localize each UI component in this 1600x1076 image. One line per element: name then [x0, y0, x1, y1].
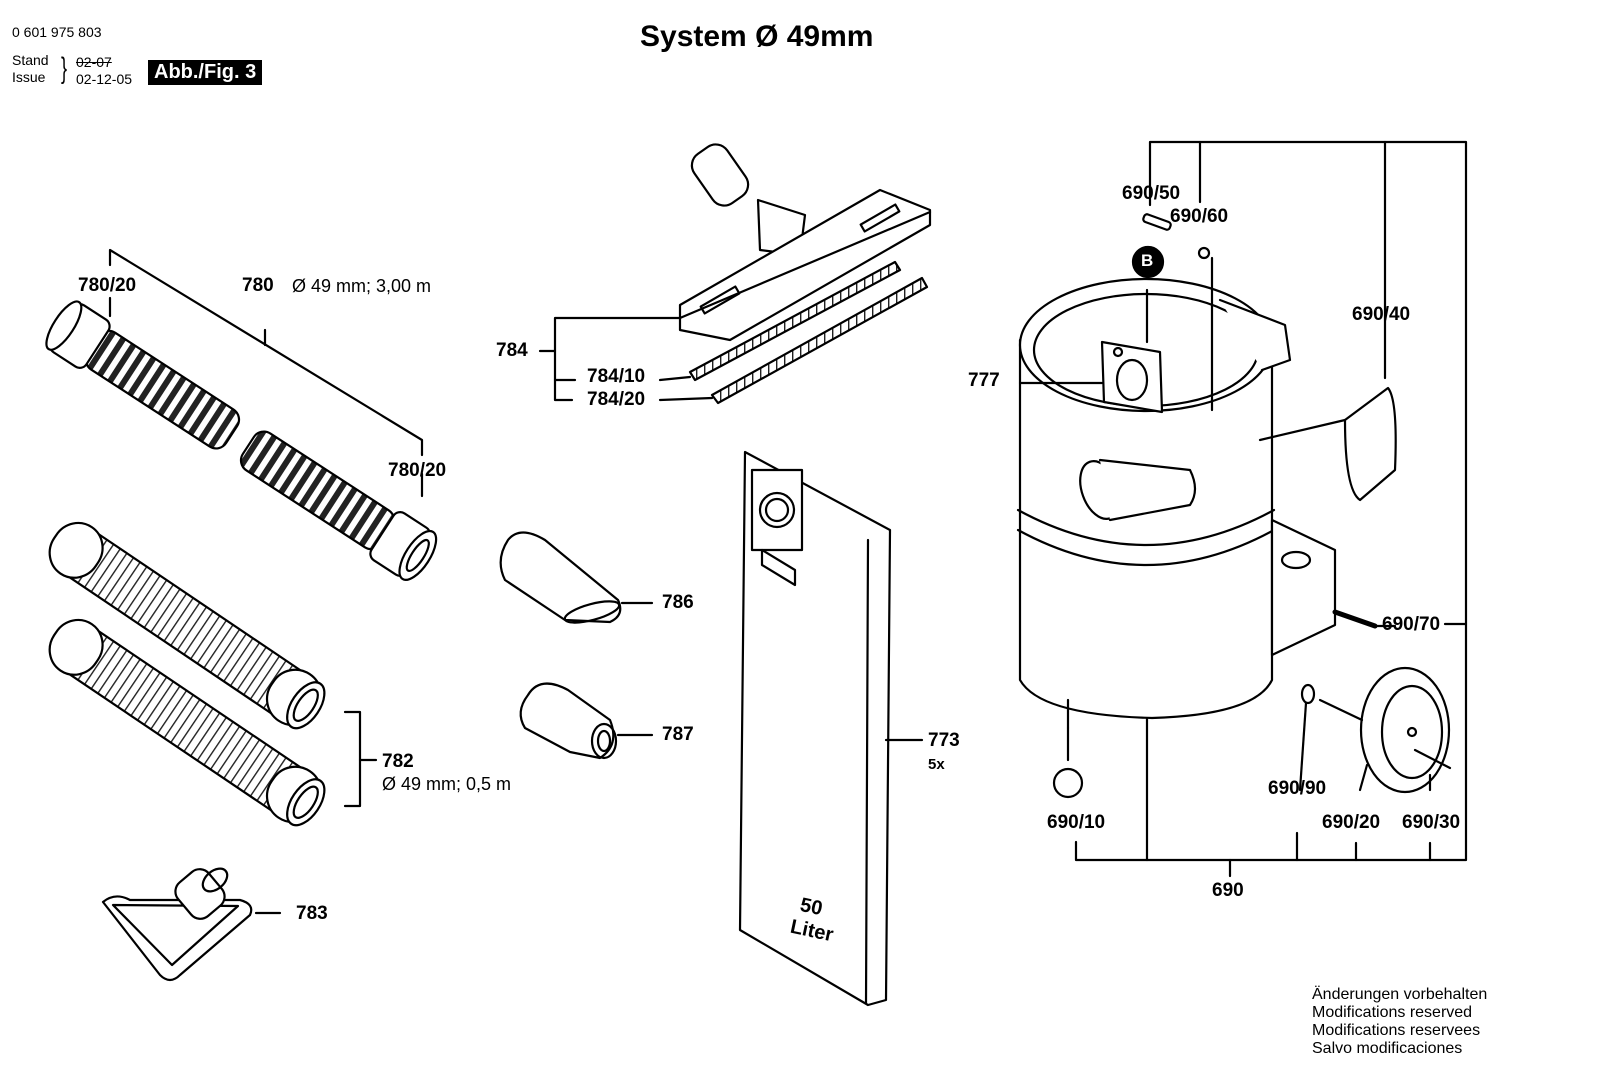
callout-773-qty: 5x — [928, 756, 945, 773]
callout-690-10: 690/10 — [1047, 812, 1106, 833]
callout-787: 787 — [662, 724, 694, 745]
filter-bag-773 — [738, 450, 924, 1007]
callout-690-70: 690/70 — [1382, 614, 1441, 635]
nozzle-783 — [101, 867, 282, 982]
callout-786: 786 — [662, 592, 694, 613]
callout-690-20: 690/20 — [1322, 812, 1381, 833]
stand-issue-labels: Stand Issue — [12, 52, 49, 86]
callout-784: 784 — [496, 340, 528, 361]
callout-690-60: 690/60 — [1170, 206, 1229, 227]
part-number: 0 601 975 803 — [12, 24, 102, 40]
callout-690-40: 690/40 — [1352, 304, 1411, 325]
callout-780-spec: Ø 49 mm; 3,00 m — [292, 276, 432, 296]
note-german: Änderungen vorbehalten — [1312, 986, 1488, 1003]
brace-icon: } — [61, 52, 68, 85]
callout-773: 773 — [928, 730, 960, 751]
figure-label: Abb./Fig. 3 — [148, 60, 263, 85]
note-spanish: Salvo modificaciones — [1312, 1040, 1463, 1057]
modification-notes: Änderungen vorbehalten Modifications res… — [1312, 986, 1487, 1058]
issue-label: Issue — [12, 69, 46, 85]
callout-690-50: 690/50 — [1122, 183, 1181, 204]
callout-690-90: 690/90 — [1268, 778, 1327, 799]
crevice-tool-786 — [499, 531, 654, 624]
note-english: Modifications reserved — [1312, 1004, 1473, 1021]
container-690 — [1016, 140, 1468, 878]
page-title: System Ø 49mm — [640, 20, 874, 53]
issue-date: 02-12-05 — [76, 71, 133, 87]
note-french: Modifications reservees — [1312, 1022, 1481, 1039]
callout-780-20-left: 780/20 — [78, 275, 137, 296]
callout-780: 780 — [242, 275, 274, 296]
callout-784-10: 784/10 — [587, 366, 646, 387]
callout-782-spec: Ø 49 mm; 0,5 m — [382, 774, 512, 794]
floor-nozzle-784 — [538, 143, 932, 405]
marker-b-label: B — [1141, 251, 1154, 270]
adapter-787 — [519, 682, 654, 760]
tubes-782 — [48, 521, 378, 827]
stand-label: Stand — [12, 52, 49, 68]
callout-782: 782 — [382, 751, 414, 772]
marker-b-icon — [1131, 245, 1165, 279]
callout-784-20: 784/20 — [587, 389, 646, 410]
hose-780 — [45, 248, 438, 581]
callout-783: 783 — [296, 903, 328, 924]
stand-date: 02-07 — [76, 54, 112, 70]
callout-690: 690 — [1212, 880, 1244, 901]
callout-780-20-right: 780/20 — [388, 460, 447, 481]
callout-777: 777 — [968, 370, 1000, 391]
revision-dates: 02-07 02-12-05 — [76, 54, 132, 88]
callout-690-30: 690/30 — [1402, 812, 1461, 833]
